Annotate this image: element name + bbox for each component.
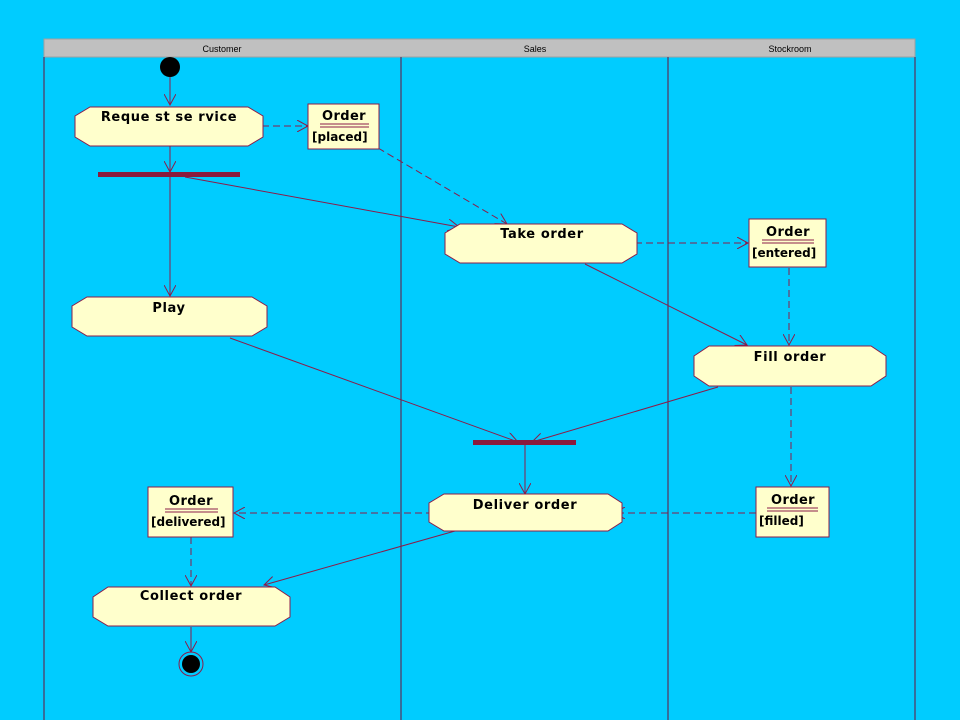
activity-label: Deliver order: [473, 498, 577, 513]
activity-label: Take order: [500, 227, 583, 242]
flow-fill-to-join: [532, 386, 719, 442]
activity-deliver-order[interactable]: Deliver order: [428, 493, 623, 532]
object-name: Order: [169, 494, 213, 509]
activity-fill-order[interactable]: Fill order: [693, 345, 887, 387]
object-state: [placed]: [312, 130, 368, 144]
object-name: Order: [322, 109, 366, 124]
object-name: Order: [771, 493, 815, 508]
activity-label: Collect order: [140, 589, 242, 604]
flow-take-to-fill: [584, 263, 747, 345]
object-flows: [191, 126, 791, 586]
object-order-filled[interactable]: Order [filled]: [755, 486, 830, 538]
final-node: [178, 651, 204, 677]
swimlane-dividers: [43, 57, 916, 720]
object-order-placed[interactable]: Order [placed]: [307, 103, 380, 150]
activity-play[interactable]: Play: [71, 296, 268, 337]
activity-take-order[interactable]: Take order: [444, 223, 638, 264]
flow-deliver-to-collect: [264, 530, 456, 585]
flow-play-to-join: [229, 337, 518, 442]
object-order-delivered[interactable]: Order [delivered]: [147, 486, 234, 538]
objflow-placed-to-take: [377, 147, 507, 224]
lane-label-sales: Sales: [524, 44, 547, 54]
join-bar: [473, 440, 576, 445]
object-state: [filled]: [759, 514, 804, 528]
activity-request-service[interactable]: Reque st se rvice: [74, 106, 264, 147]
activity-label: Fill order: [754, 350, 827, 365]
object-state: [delivered]: [151, 515, 226, 529]
object-state: [entered]: [752, 246, 816, 260]
object-name: Order: [766, 225, 810, 240]
lane-label-stockroom: Stockroom: [768, 44, 811, 54]
activity-collect-order[interactable]: Collect order: [92, 586, 291, 627]
lane-label-customer: Customer: [202, 44, 241, 54]
fork-bar: [98, 172, 240, 177]
control-flows: [170, 77, 747, 652]
flow-fork-to-take-order: [184, 176, 459, 227]
swimlane-header: Customer Sales Stockroom: [43, 38, 916, 58]
activity-label: Reque st se rvice: [101, 110, 237, 125]
activity-label: Play: [152, 301, 185, 316]
initial-node: [160, 57, 180, 77]
object-order-entered[interactable]: Order [entered]: [748, 218, 827, 268]
